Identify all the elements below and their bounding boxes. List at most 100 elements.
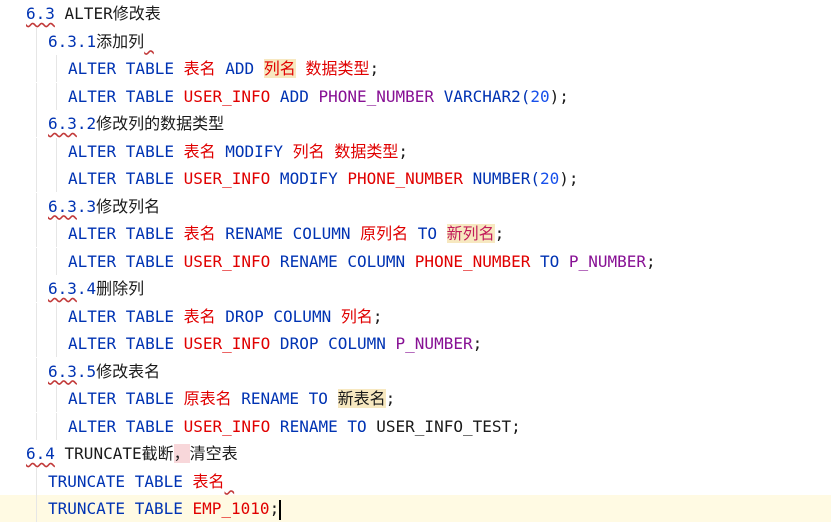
text-caret — [279, 499, 282, 520]
code-token: DROP COLUMN — [270, 334, 396, 353]
code-token: PHONE_NUMBER — [414, 251, 531, 271]
code-line[interactable]: ALTER TABLE 表名 MODIFY 列名 数据类型; — [0, 137, 831, 165]
code-token: ALTER TABLE — [68, 141, 184, 161]
indent-guide — [36, 110, 37, 137]
code-token: 6.3 — [48, 279, 77, 298]
indent-guide — [56, 165, 57, 192]
code-token: 截断 — [141, 444, 174, 463]
code-token: VARCHAR2( — [434, 86, 531, 106]
code-token: ALTER TABLE — [68, 306, 184, 326]
code-token: 原表名 — [183, 389, 232, 408]
code-line[interactable]: 6.3.1添加列 — [0, 27, 831, 55]
code-token: TO — [530, 251, 569, 271]
code-text: ALTER TABLE USER_INFO RENAME TO USER_INF… — [68, 413, 521, 440]
indent-guide — [36, 275, 37, 302]
indent-guide — [36, 302, 37, 330]
code-token — [325, 142, 335, 161]
indent-guide — [56, 137, 57, 165]
indent-guide — [56, 302, 57, 330]
code-text: ALTER TABLE 表名 RENAME COLUMN 原列名 TO 新列名; — [68, 220, 504, 247]
code-token: PHONE_NUMBER — [318, 86, 435, 106]
code-token: P_NUMBER — [395, 334, 473, 353]
indent-guide — [56, 330, 57, 357]
code-line[interactable]: ALTER TABLE USER_INFO RENAME TO USER_INF… — [0, 412, 831, 440]
code-text: 6.3.2修改列的数据类型 — [48, 110, 224, 137]
code-token: 数据类型 — [334, 141, 399, 161]
code-token: ALTER TABLE — [68, 334, 184, 353]
code-line[interactable]: ALTER TABLE USER_INFO RENAME COLUMN PHON… — [0, 247, 831, 275]
code-line[interactable]: ALTER TABLE 表名 DROP COLUMN 列名; — [0, 302, 831, 330]
indent-guide — [36, 137, 37, 165]
code-token: 6.3 — [48, 196, 77, 216]
indent-guide — [56, 55, 57, 82]
code-token — [225, 472, 235, 491]
indent-guide — [56, 412, 57, 440]
code-token: 表名 — [183, 141, 216, 161]
code-text: 6.3 ALTER修改表 — [26, 0, 161, 27]
code-token: TRUNCATE TABLE — [48, 471, 193, 491]
code-token: USER_INFO_TEST — [376, 416, 512, 436]
code-line[interactable]: 6.3.5修改表名 — [0, 357, 831, 385]
indent-guide — [56, 220, 57, 247]
code-token: USER_INFO — [183, 334, 271, 353]
code-token: USER_INFO — [183, 251, 271, 271]
code-token: ; — [372, 306, 383, 326]
code-line[interactable]: ALTER TABLE 表名 ADD 列名 数据类型; — [0, 55, 831, 82]
code-token: ， — [173, 444, 190, 463]
code-token: 表名 — [192, 471, 225, 491]
code-line[interactable]: ALTER TABLE USER_INFO MODIFY PHONE_NUMBE… — [0, 165, 831, 192]
code-line[interactable]: ALTER TABLE USER_INFO ADD PHONE_NUMBER V… — [0, 82, 831, 110]
code-token: ALTER TABLE — [68, 251, 184, 271]
code-line[interactable]: 6.3.3修改列名 — [0, 192, 831, 220]
code-token: P_NUMBER — [568, 251, 646, 271]
code-token: 表名 — [183, 224, 216, 243]
code-line[interactable]: ALTER TABLE 表名 RENAME COLUMN 原列名 TO 新列名; — [0, 220, 831, 247]
code-token: 6.4 — [26, 444, 55, 463]
indent-guide — [36, 220, 37, 247]
code-line[interactable]: 6.3.2修改列的数据类型 — [0, 110, 831, 137]
indent-guide — [56, 385, 57, 412]
code-token: 6.3 — [48, 361, 77, 381]
code-token: ; — [369, 59, 380, 78]
code-token — [296, 59, 306, 78]
indent-guide — [36, 357, 37, 385]
code-token: USER_INFO — [183, 416, 271, 436]
code-token: ALTER TABLE — [68, 389, 184, 408]
code-token: EMP_1010 — [192, 499, 270, 518]
indent-guide — [36, 165, 37, 192]
code-token: 添加列 — [96, 31, 145, 51]
code-token: ADD — [270, 86, 319, 106]
code-token: 6.3 — [48, 114, 77, 133]
code-text: 6.3.5修改表名 — [48, 358, 160, 385]
code-line[interactable]: TRUNCATE TABLE 表名 — [0, 467, 831, 495]
indent-guide — [56, 247, 57, 275]
code-token: 列名 — [263, 59, 296, 78]
code-token: .2 — [76, 114, 97, 133]
code-text: ALTER TABLE USER_INFO DROP COLUMN P_NUMB… — [68, 330, 482, 357]
code-token: 新表名 — [337, 389, 386, 408]
indent-guide — [36, 82, 37, 110]
code-line[interactable]: 6.3 ALTER修改表 — [0, 0, 831, 27]
code-line[interactable]: ALTER TABLE USER_INFO DROP COLUMN P_NUMB… — [0, 330, 831, 357]
indent-guide — [36, 192, 37, 220]
code-line[interactable]: 6.4 TRUNCATE截断，清空表 — [0, 440, 831, 467]
code-token: NUMBER( — [462, 169, 541, 188]
code-token: ALTER TABLE — [68, 86, 184, 106]
code-token — [144, 32, 154, 51]
code-text: ALTER TABLE 表名 MODIFY 列名 数据类型; — [68, 138, 408, 165]
code-token: 列名 — [340, 306, 373, 326]
code-line[interactable]: TRUNCATE TABLE EMP_1010; — [0, 495, 831, 522]
code-token: 清空表 — [189, 444, 238, 463]
code-token: RENAME COLUMN — [270, 251, 415, 271]
code-token: 20 — [540, 169, 560, 188]
code-line[interactable]: ALTER TABLE 原表名 RENAME TO 新表名; — [0, 385, 831, 412]
indent-guide — [36, 385, 37, 412]
code-token: ALTER TABLE — [68, 416, 184, 436]
code-token: 修改表名 — [96, 361, 161, 381]
code-text: ALTER TABLE USER_INFO ADD PHONE_NUMBER V… — [68, 83, 569, 110]
code-token: ; — [398, 141, 408, 161]
code-token: ; — [645, 251, 656, 271]
code-line[interactable]: 6.3.4删除列 — [0, 275, 831, 302]
code-token: MODIFY — [270, 169, 348, 188]
